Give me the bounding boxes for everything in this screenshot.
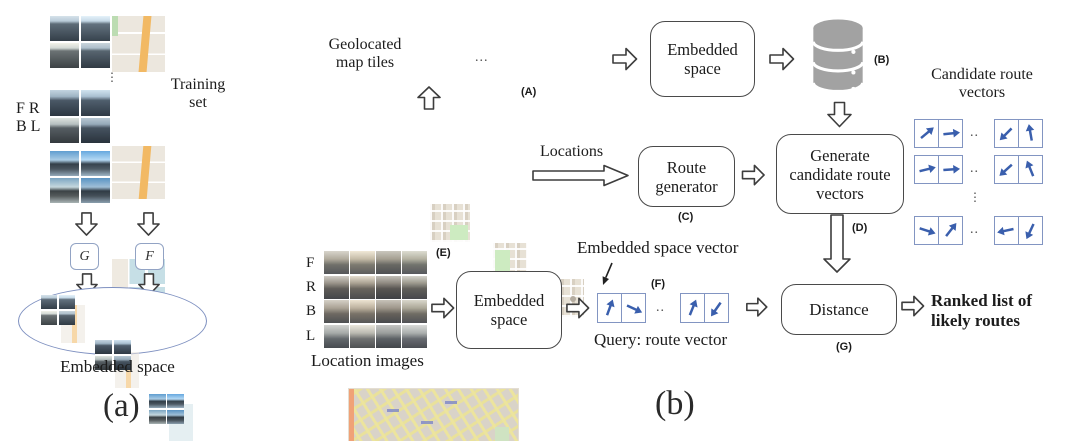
route-vector-cell: [597, 293, 622, 323]
side-label-fr: F R: [16, 100, 40, 117]
embedded-space-ellipse: [18, 287, 207, 441]
route-vector-cell: [914, 216, 939, 245]
candidate-ellipsis: ..: [970, 125, 979, 140]
row-label-b: B: [306, 303, 317, 320]
route-generator-label: Route generator: [655, 157, 718, 196]
route-vector-cell: [938, 119, 963, 148]
route-vector-cell: [1018, 155, 1043, 184]
route-vector-cell: [621, 293, 646, 323]
route-vector-cell: [914, 155, 939, 184]
embedded-cluster: [95, 340, 147, 390]
g-function-box: G: [70, 243, 99, 270]
training-map-tile-2: [112, 146, 165, 199]
location-images-label: Location images: [311, 351, 424, 370]
route-vector-cell: [938, 216, 963, 245]
right-arrow-icon: [741, 164, 766, 186]
query-route-vector-label: Query: route vector: [594, 330, 728, 349]
training-ellipsis: ⋮: [106, 70, 118, 84]
candidate-pair: [994, 216, 1043, 245]
candidate-pair: [914, 119, 963, 148]
training-street-images-2: [50, 90, 110, 143]
database-icon: [812, 19, 864, 93]
candidate-pair: [914, 216, 963, 245]
route-vector-cell: [994, 155, 1019, 184]
caption-b: (b): [655, 385, 695, 422]
row-label-f: F: [306, 255, 315, 271]
location-images-grid: [324, 251, 427, 348]
embedded-space-box-top: Embedded space: [650, 21, 755, 97]
long-right-arrow-icon: [532, 164, 630, 187]
route-vector-cell: [938, 155, 963, 184]
right-arrow-icon: [431, 296, 455, 320]
long-down-arrow-icon: [823, 214, 851, 274]
query-vector-pair: [680, 293, 729, 323]
route-vector-cell: [704, 293, 729, 323]
tag-b: (B): [874, 54, 890, 66]
geolocated-map-tiles-label: Geolocated map tiles: [328, 36, 402, 71]
ranked-list-label: Ranked list of likely routes: [931, 291, 1033, 330]
locations-label: Locations: [540, 143, 604, 160]
training-map-tile-1: [112, 16, 165, 72]
down-arrow-icon: [137, 210, 160, 238]
f-function-box: F: [135, 243, 164, 270]
tag-e: (E): [436, 247, 451, 259]
generate-candidate-route-vectors-box: Generate candidate route vectors: [776, 134, 904, 214]
row-label-r: R: [306, 279, 317, 296]
generate-candidates-label: Generate candidate route vectors: [789, 145, 891, 203]
tag-f: (F): [651, 278, 666, 290]
up-arrow-icon: [417, 86, 441, 110]
down-arrow-icon: [75, 210, 98, 238]
route-vector-cell: [994, 119, 1019, 148]
route-vector-cell: [994, 216, 1019, 245]
caption-a: (a): [103, 388, 140, 424]
training-street-images-1: [50, 16, 110, 68]
right-arrow-icon: [769, 47, 795, 71]
tag-c: (C): [678, 211, 694, 223]
right-arrow-icon: [746, 296, 768, 318]
candidate-pair: [914, 155, 963, 184]
geolocated-tile-1: [430, 204, 470, 242]
pointer-arrow-icon: [602, 262, 613, 285]
candidate-route-vectors-label: Candidate route vectors: [931, 66, 1033, 101]
panel-a-side-labels: F R B L: [16, 100, 40, 136]
city-map-image: [348, 388, 519, 441]
route-vector-cell: [1018, 216, 1043, 245]
training-set-label: Training set: [170, 76, 226, 111]
query-ellipsis: ..: [656, 300, 665, 315]
embedded-cluster: [41, 295, 93, 345]
embedded-space-box-top-label: Embedded space: [667, 40, 738, 78]
embedded-cluster: [149, 394, 201, 441]
side-label-bl: B L: [16, 118, 41, 135]
route-vector-cell: [680, 293, 705, 323]
candidate-pair: [994, 155, 1043, 184]
candidate-ellipsis: ..: [970, 222, 979, 237]
right-arrow-icon: [566, 296, 590, 320]
image-row-labels: F R B L: [306, 251, 316, 348]
candidate-pair: [994, 119, 1043, 148]
tag-g: (G): [836, 341, 852, 353]
candidate-ellipsis: ..: [970, 161, 979, 176]
right-arrow-icon: [612, 47, 638, 71]
embedded-space-box-bottom-label: Embedded space: [473, 291, 545, 329]
tag-d: (D): [852, 222, 868, 234]
embedded-space-label: Embedded space: [60, 357, 175, 376]
tiles-ellipsis: ...: [475, 50, 489, 65]
route-vector-cell: [914, 119, 939, 148]
embedded-space-box-bottom: Embedded space: [456, 271, 562, 349]
distance-box: Distance: [781, 284, 897, 335]
right-arrow-icon: [901, 295, 925, 317]
distance-label: Distance: [809, 300, 869, 319]
route-generator-box: Route generator: [638, 146, 735, 207]
candidate-vertical-ellipsis: ⋮: [969, 190, 981, 204]
route-vector-cell: [1018, 119, 1043, 148]
tag-a: (A): [521, 86, 537, 98]
query-vector-pair: [597, 293, 646, 323]
embedded-space-vector-label: Embedded space vector: [577, 238, 739, 257]
training-street-images-3: [50, 151, 110, 203]
row-label-l: L: [306, 327, 316, 344]
down-arrow-icon: [827, 101, 852, 128]
